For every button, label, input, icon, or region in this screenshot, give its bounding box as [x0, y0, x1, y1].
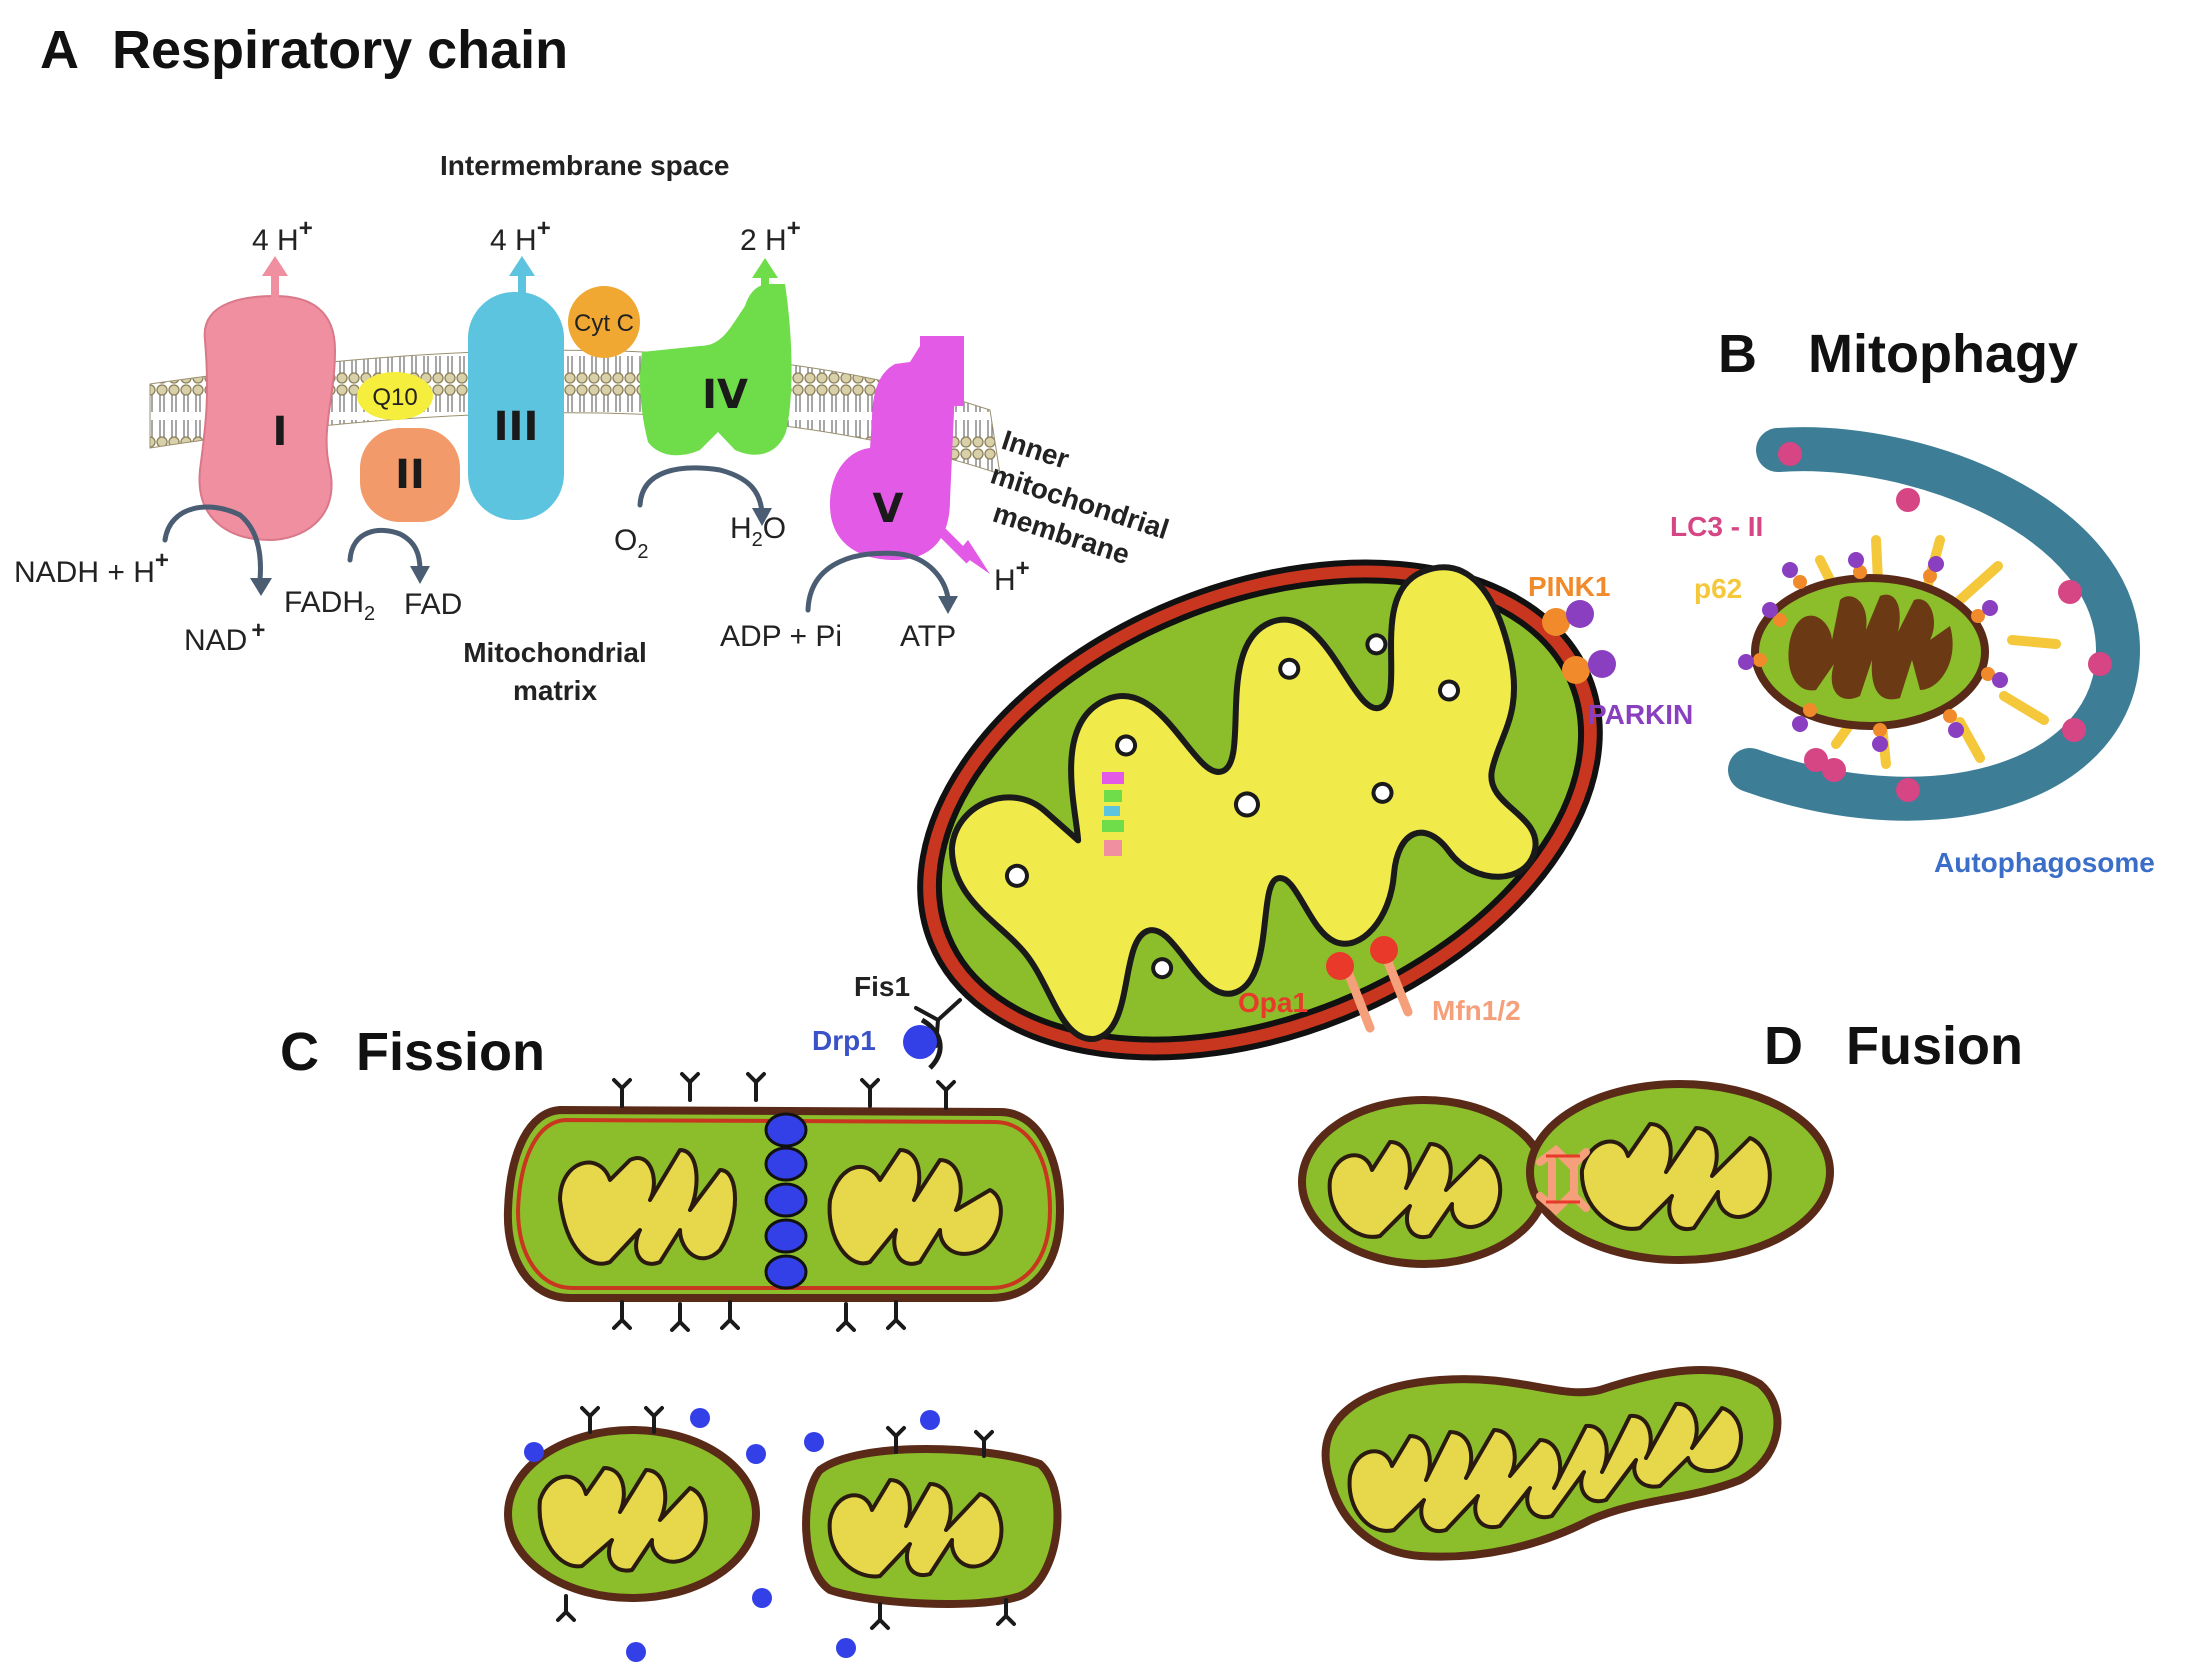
cytc-label: Cyt C: [574, 310, 634, 337]
autophagosome-membrane: [1728, 427, 2141, 821]
released-drp1: [524, 1408, 940, 1662]
embedded-complex-iv-2: [1102, 820, 1124, 832]
central-mitochondrion: PINK1 PARKIN Opa1 Mfn1/2 Fis1 Drp1: [812, 559, 1693, 1070]
panel-b-letter: B: [1718, 324, 1757, 384]
o2-arrow: [637, 465, 765, 515]
complex-i-label: I: [273, 409, 288, 455]
parkin-marker: [1566, 600, 1594, 628]
complex-ii-label: II: [395, 452, 425, 498]
fadh2-label: FADH2: [284, 586, 375, 625]
matrix-label-line2: matrix: [513, 675, 597, 706]
embedded-complex-i: [1104, 840, 1122, 856]
lc3-dot: [1896, 778, 1920, 802]
drp1-ring: [764, 1112, 808, 1290]
proton-label-c3: 4 H+: [490, 215, 551, 257]
embedded-complex-v: [1102, 772, 1124, 784]
complex-i: [198, 294, 337, 542]
engulfed-cristae: [1788, 594, 1953, 700]
p62-label: p62: [1694, 573, 1742, 604]
complex-ii: [360, 428, 460, 522]
adp-arrow: [805, 550, 951, 613]
lc3-dot: [1804, 748, 1828, 772]
lc3-dot: [2088, 652, 2112, 676]
opa1-label: Opa1: [1238, 987, 1308, 1018]
o2-label: O2: [614, 524, 648, 563]
membrane-label: Inner mitochondrial membrane: [987, 424, 1173, 570]
fis1-label: Fis1: [854, 971, 910, 1002]
adp-label: ADP + Pi: [720, 620, 842, 653]
nad-label: NAD+: [184, 617, 265, 657]
panel-a: A Respiratory chain Intermembrane space …: [14, 20, 1173, 706]
complex-iv-label: IV: [702, 372, 748, 418]
mfn-stalk-2: [1383, 957, 1413, 1017]
panel-c: C Fission: [280, 1022, 1065, 1662]
nadh-arrow: [162, 504, 263, 583]
fusing-left-cristae: [1327, 1140, 1503, 1240]
atp-label: ATP: [900, 620, 956, 653]
lc3-label: LC3 - II: [1670, 511, 1763, 542]
embedded-complex-iv: [1104, 790, 1122, 802]
panel-a-letter: A: [40, 20, 79, 80]
daughter-fis1-receptors: [556, 1406, 1016, 1630]
panel-b: B Mitophagy LC3 - II p6: [1670, 324, 2155, 878]
embedded-complex-iii: [1104, 806, 1120, 816]
fusing-right-cristae: [1579, 1122, 1772, 1232]
q10-carrier: [357, 372, 433, 420]
panel-c-title: Fission: [356, 1022, 545, 1082]
intermembrane-label: Intermembrane space: [440, 150, 729, 181]
drp1-label: Drp1: [812, 1025, 876, 1056]
mfn-label: Mfn1/2: [1432, 995, 1521, 1026]
matrix-label-line1: Mitochondrial: [463, 637, 647, 668]
lc3-dot: [1778, 442, 1802, 466]
opa1-marker-2: [1370, 936, 1398, 964]
panel-d-letter: D: [1764, 1016, 1803, 1076]
proton-label-c1: 4 H+: [252, 215, 313, 257]
parkin-marker-2: [1588, 650, 1616, 678]
proton-label-c4: 2 H+: [740, 215, 801, 257]
parkin-label: PARKIN: [1588, 699, 1693, 730]
complex-iv: [640, 283, 792, 456]
drp1-marker: [903, 1025, 937, 1059]
pink1-marker: [1542, 608, 1570, 636]
daughter-left-cristae: [537, 1466, 708, 1573]
fused-cristae: [1347, 1401, 1743, 1534]
left-cristae: [558, 1148, 737, 1266]
complex-iii: [468, 292, 564, 520]
q10-label: Q10: [372, 384, 417, 411]
ubiquitin-markers: [1738, 552, 2008, 752]
opa1-marker: [1326, 952, 1354, 980]
cytc-carrier: [568, 286, 640, 358]
complex-v-label: V: [873, 486, 904, 532]
lc3-dot: [1822, 758, 1846, 782]
lc3-dot: [2058, 580, 2082, 604]
panel-d-title: Fusion: [1846, 1016, 2023, 1076]
fad-label: FAD: [404, 588, 462, 621]
panel-a-title: Respiratory chain: [112, 20, 568, 80]
nadh-label: NADH + H+: [14, 547, 169, 589]
pink1-label: PINK1: [1528, 571, 1610, 602]
mfn-stalk: [1343, 967, 1375, 1033]
h2o-label: H2O: [730, 512, 786, 551]
mfn-tether-outline: [1546, 1154, 1580, 1204]
lc3-dot: [1896, 488, 1920, 512]
proton-label-c5: H+: [994, 555, 1030, 597]
fis1-receptors: [612, 1072, 956, 1332]
panel-d: D Fusion: [1298, 1016, 2023, 1561]
panel-c-letter: C: [280, 1022, 319, 1082]
fadh2-arrow: [347, 528, 423, 573]
right-cristae: [827, 1148, 1003, 1266]
pink1-marker-2: [1562, 656, 1590, 684]
autophagosome-label: Autophagosome: [1934, 847, 2155, 878]
daughter-right-cristae: [827, 1478, 1004, 1579]
lc3-dot: [2062, 718, 2086, 742]
panel-b-title: Mitophagy: [1808, 324, 2078, 384]
complex-iii-label: III: [494, 404, 539, 450]
fis1-stalk: [920, 1017, 943, 1070]
